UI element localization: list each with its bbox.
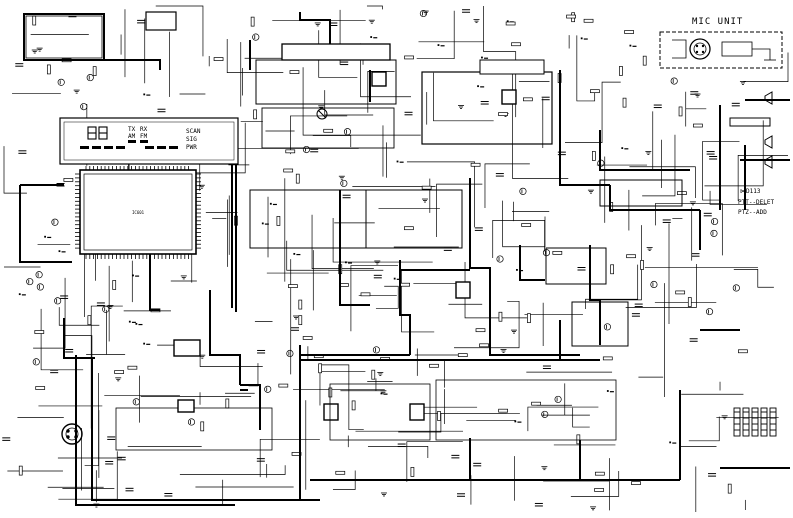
speaker-jacks [729, 91, 773, 169]
fine-wiring [3, 5, 789, 512]
ic-blocks [115, 11, 683, 451]
rf-frontend-box [23, 13, 105, 61]
mic-connector [61, 423, 83, 445]
lcd-indicator-scan: SCAN [186, 128, 201, 135]
lcd-indicator-rx: RX [140, 126, 148, 133]
bus-wiring [19, 12, 790, 506]
note-line-1: D113 [746, 188, 761, 195]
lcd-indicator-sig: SIG [186, 136, 197, 143]
notes: ⋈ D113 PTT--DELET PTZ--ADD [738, 188, 775, 216]
note-diode-symbol: ⋈ [740, 188, 746, 195]
switch-bank [733, 407, 777, 437]
cpu-chip: IC601 [75, 166, 201, 259]
mic-unit-title: MIC UNIT [692, 17, 743, 27]
note-line-2: PTT--DELET [738, 199, 775, 206]
lcd-indicators: TX RX SCAN AM FM SIG PWR [128, 126, 201, 151]
lcd-indicator-fm: FM [140, 133, 148, 140]
lcd-display: TX RX SCAN AM FM SIG PWR [59, 117, 239, 165]
note-line-3: PTZ--ADD [738, 209, 767, 216]
lcd-indicator-tx: TX [128, 126, 136, 133]
svg-text:IC601: IC601 [132, 210, 145, 215]
lcd-indicator-pwr: PWR [186, 144, 197, 151]
trimmer-pot [316, 108, 328, 120]
lcd-indicator-am: AM [128, 133, 136, 140]
mic-unit-panel: MIC UNIT [659, 17, 783, 69]
